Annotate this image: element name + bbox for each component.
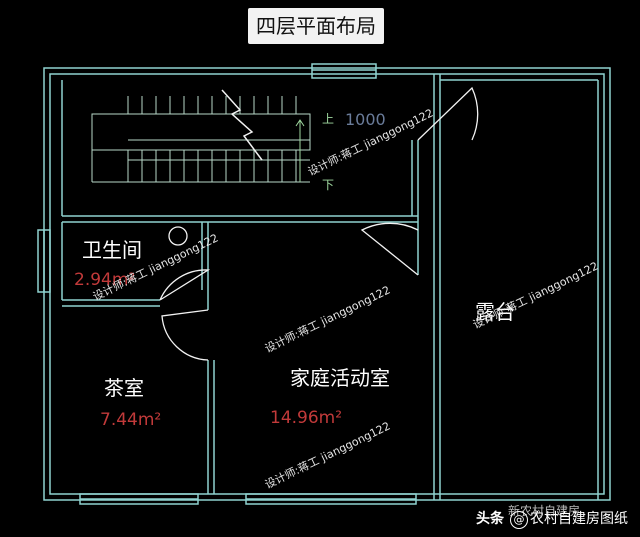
author-label: 农村自建房图纸 xyxy=(530,511,628,527)
room-terrace-name: 露台 xyxy=(475,300,515,324)
wall-lines xyxy=(37,63,611,505)
at-icon: @ xyxy=(510,511,528,529)
stair-up-label: 上 xyxy=(322,112,335,126)
tea-door-swing xyxy=(161,309,209,361)
top-window xyxy=(311,63,377,79)
room-bathroom-name: 卫生间 xyxy=(82,238,142,262)
room-family-name: 家庭活动室 xyxy=(290,366,390,390)
stair-dimension: 1000 xyxy=(345,110,386,129)
plan-title-box: 四层平面布局 xyxy=(248,8,384,44)
bathroom-door-swing xyxy=(159,269,211,301)
plan-title: 四层平面布局 xyxy=(256,14,376,38)
door-swings xyxy=(159,86,479,361)
staircase xyxy=(91,113,311,183)
stair-break-line xyxy=(221,89,263,161)
stair-down-label: 下 xyxy=(322,178,335,192)
stair-treads xyxy=(127,96,297,182)
room-bathroom-area: 2.94m² xyxy=(74,270,136,290)
room-tea-name: 茶室 xyxy=(104,376,144,400)
stair-direction-arrow xyxy=(295,119,305,182)
source-footer: 头条 @农村自建房图纸 xyxy=(476,508,628,529)
room-family-area: 14.96m² xyxy=(270,408,343,428)
toilet-symbol xyxy=(168,226,188,246)
source-label: 头条 xyxy=(476,511,504,527)
stair-door-swing xyxy=(417,86,479,141)
family-door-swing xyxy=(360,222,419,276)
room-tea-area: 7.44m² xyxy=(100,410,162,430)
